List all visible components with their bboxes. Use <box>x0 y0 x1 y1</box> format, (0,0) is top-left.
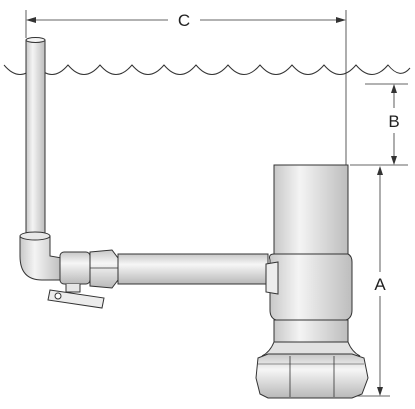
float-pipe-top <box>25 37 46 43</box>
main-valve-inlet-boss <box>265 261 279 295</box>
dimension-b-label: B <box>388 112 399 131</box>
float-pipe <box>25 39 46 237</box>
dimension-b-arrow-top <box>391 84 397 93</box>
small-valve-body <box>59 251 91 285</box>
dimension-c-arrow-left <box>26 17 36 23</box>
valve-lever-handle <box>47 289 105 309</box>
dimension-c-arrow-right <box>336 17 346 23</box>
dimension-a-arrow-bottom <box>377 387 383 396</box>
dimension-a-label: A <box>374 275 386 294</box>
main-valve-tube <box>273 164 349 262</box>
pipe-elbow <box>19 235 63 281</box>
small-valve-hex-nut <box>89 249 119 289</box>
dimension-a-arrow-top <box>377 166 383 175</box>
horizontal-pipe <box>117 253 269 285</box>
small-valve-stem <box>65 284 81 293</box>
neck-flare <box>261 341 361 357</box>
main-hex-nut <box>255 353 369 399</box>
dimension-b-arrow-bottom <box>391 156 397 165</box>
lever-pivot <box>54 292 62 300</box>
water-surface <box>3 64 411 75</box>
elbow-collar <box>19 231 51 241</box>
dimension-c-label: C <box>178 11 190 30</box>
main-valve-body <box>269 253 353 321</box>
main-valve-neck <box>273 319 349 343</box>
